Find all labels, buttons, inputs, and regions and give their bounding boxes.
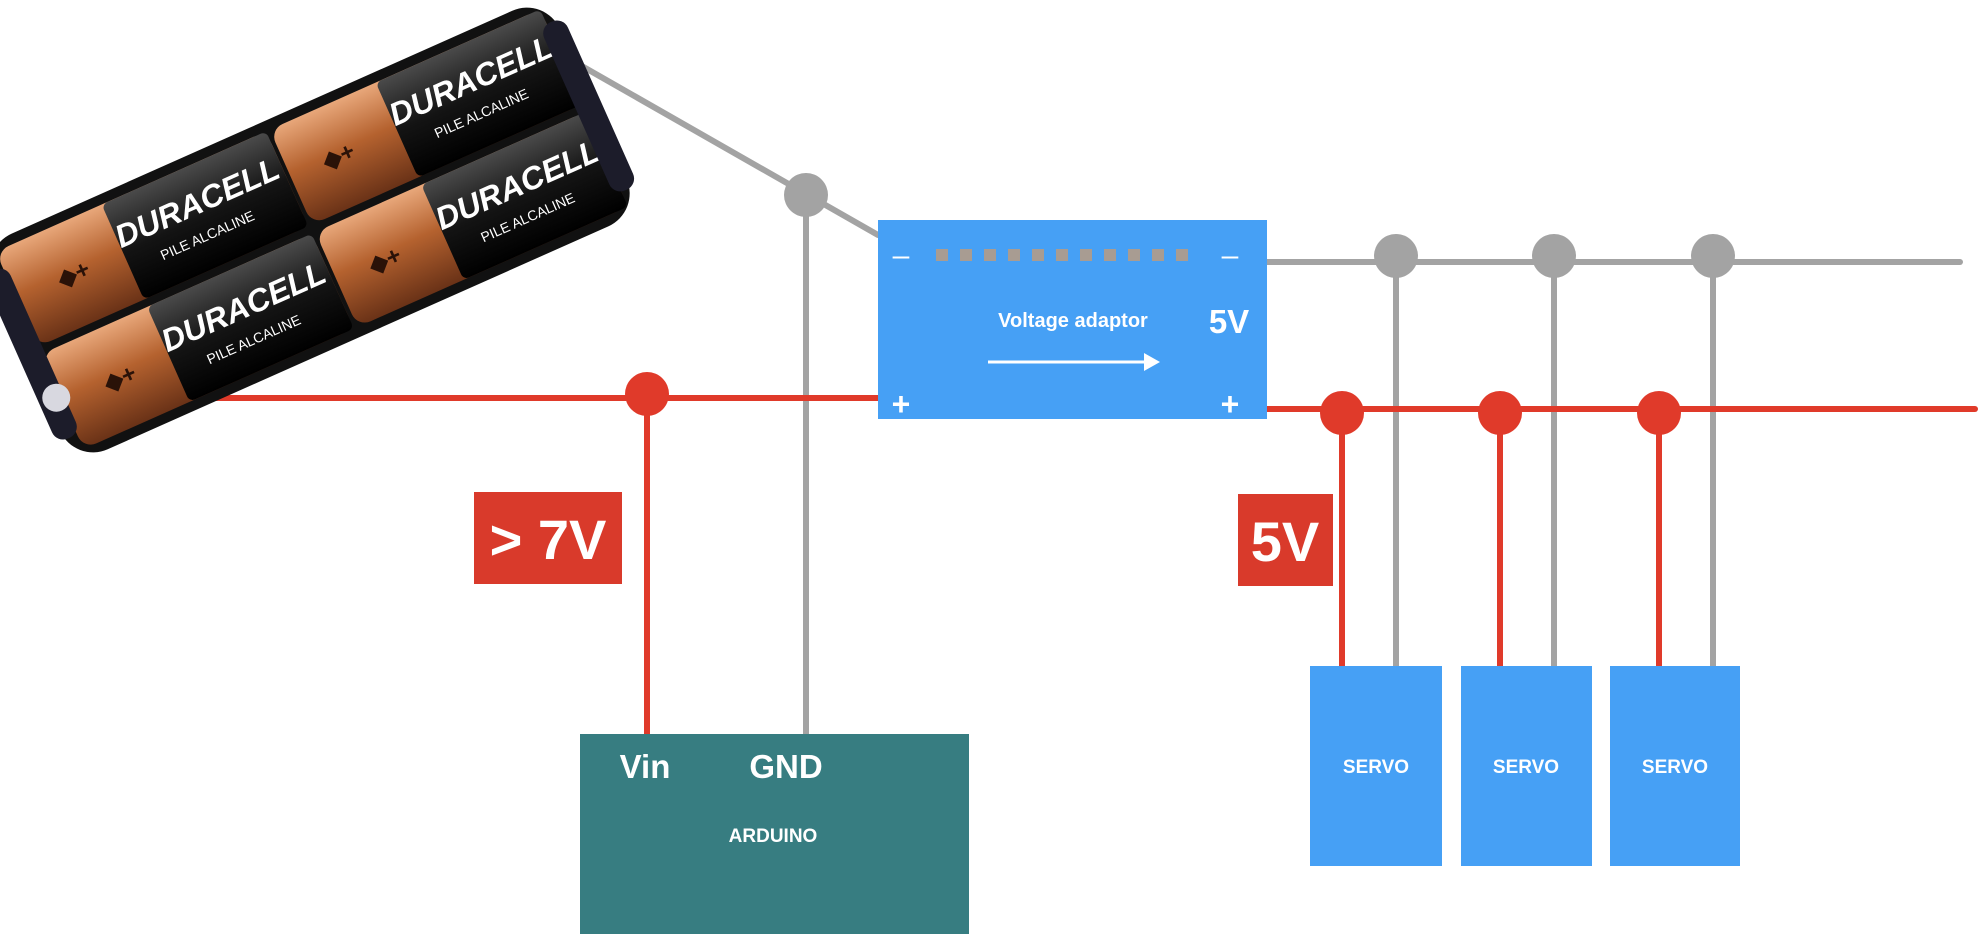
tag-input-voltage: > 7V	[474, 492, 622, 584]
servo-1: SERVO	[1310, 666, 1442, 866]
servo-1-label: SERVO	[1343, 757, 1409, 778]
arduino-pin-gnd: GND	[749, 748, 822, 785]
voltage-adaptor: – – + + Voltage adaptor 5V	[878, 220, 1267, 422]
positive-junction-servo-1	[1320, 391, 1364, 435]
servo-2: SERVO	[1461, 666, 1592, 866]
arrow-right-icon	[988, 353, 1160, 371]
junctions	[625, 173, 1735, 435]
arduino-label: ARDUINO	[729, 826, 818, 847]
servo-3: SERVO	[1610, 666, 1740, 866]
adaptor-minus-out: –	[1222, 239, 1239, 272]
servo-3-label: SERVO	[1642, 757, 1708, 778]
servo-2-label: SERVO	[1493, 757, 1559, 778]
positive-junction-servo-2	[1478, 391, 1522, 435]
battery-cell: DURACELL PILE ALCALINE ◆+	[45, 235, 353, 445]
battery-cell: DURACELL PILE ALCALINE ◆+	[319, 113, 627, 323]
positive-junction-servo-3	[1637, 391, 1681, 435]
arduino-pin-vin: Vin	[620, 748, 671, 785]
adaptor-plus-out: +	[1221, 386, 1240, 422]
ground-junction-input	[784, 173, 828, 217]
ground-wire-battery-to-adaptor	[577, 62, 881, 238]
ground-junction-servo-2	[1532, 234, 1576, 278]
battery-pack-image: DURACELL PILE ALCALINE ◆+ DURACELL PILE …	[0, 7, 635, 453]
ground-junction-servo-1	[1374, 234, 1418, 278]
arduino-board: Vin GND ARDUINO	[580, 734, 969, 934]
adaptor-plus-in: +	[892, 386, 911, 422]
adaptor-label: Voltage adaptor	[998, 310, 1148, 332]
tag-output-voltage: 5V	[1238, 494, 1333, 586]
tag-output-voltage-label: 5V	[1251, 510, 1320, 573]
adaptor-output-voltage: 5V	[1209, 303, 1249, 340]
ground-junction-servo-3	[1691, 234, 1735, 278]
adaptor-minus-in: –	[893, 239, 910, 272]
positive-junction-input	[625, 372, 669, 416]
tag-input-voltage-label: > 7V	[490, 508, 607, 571]
